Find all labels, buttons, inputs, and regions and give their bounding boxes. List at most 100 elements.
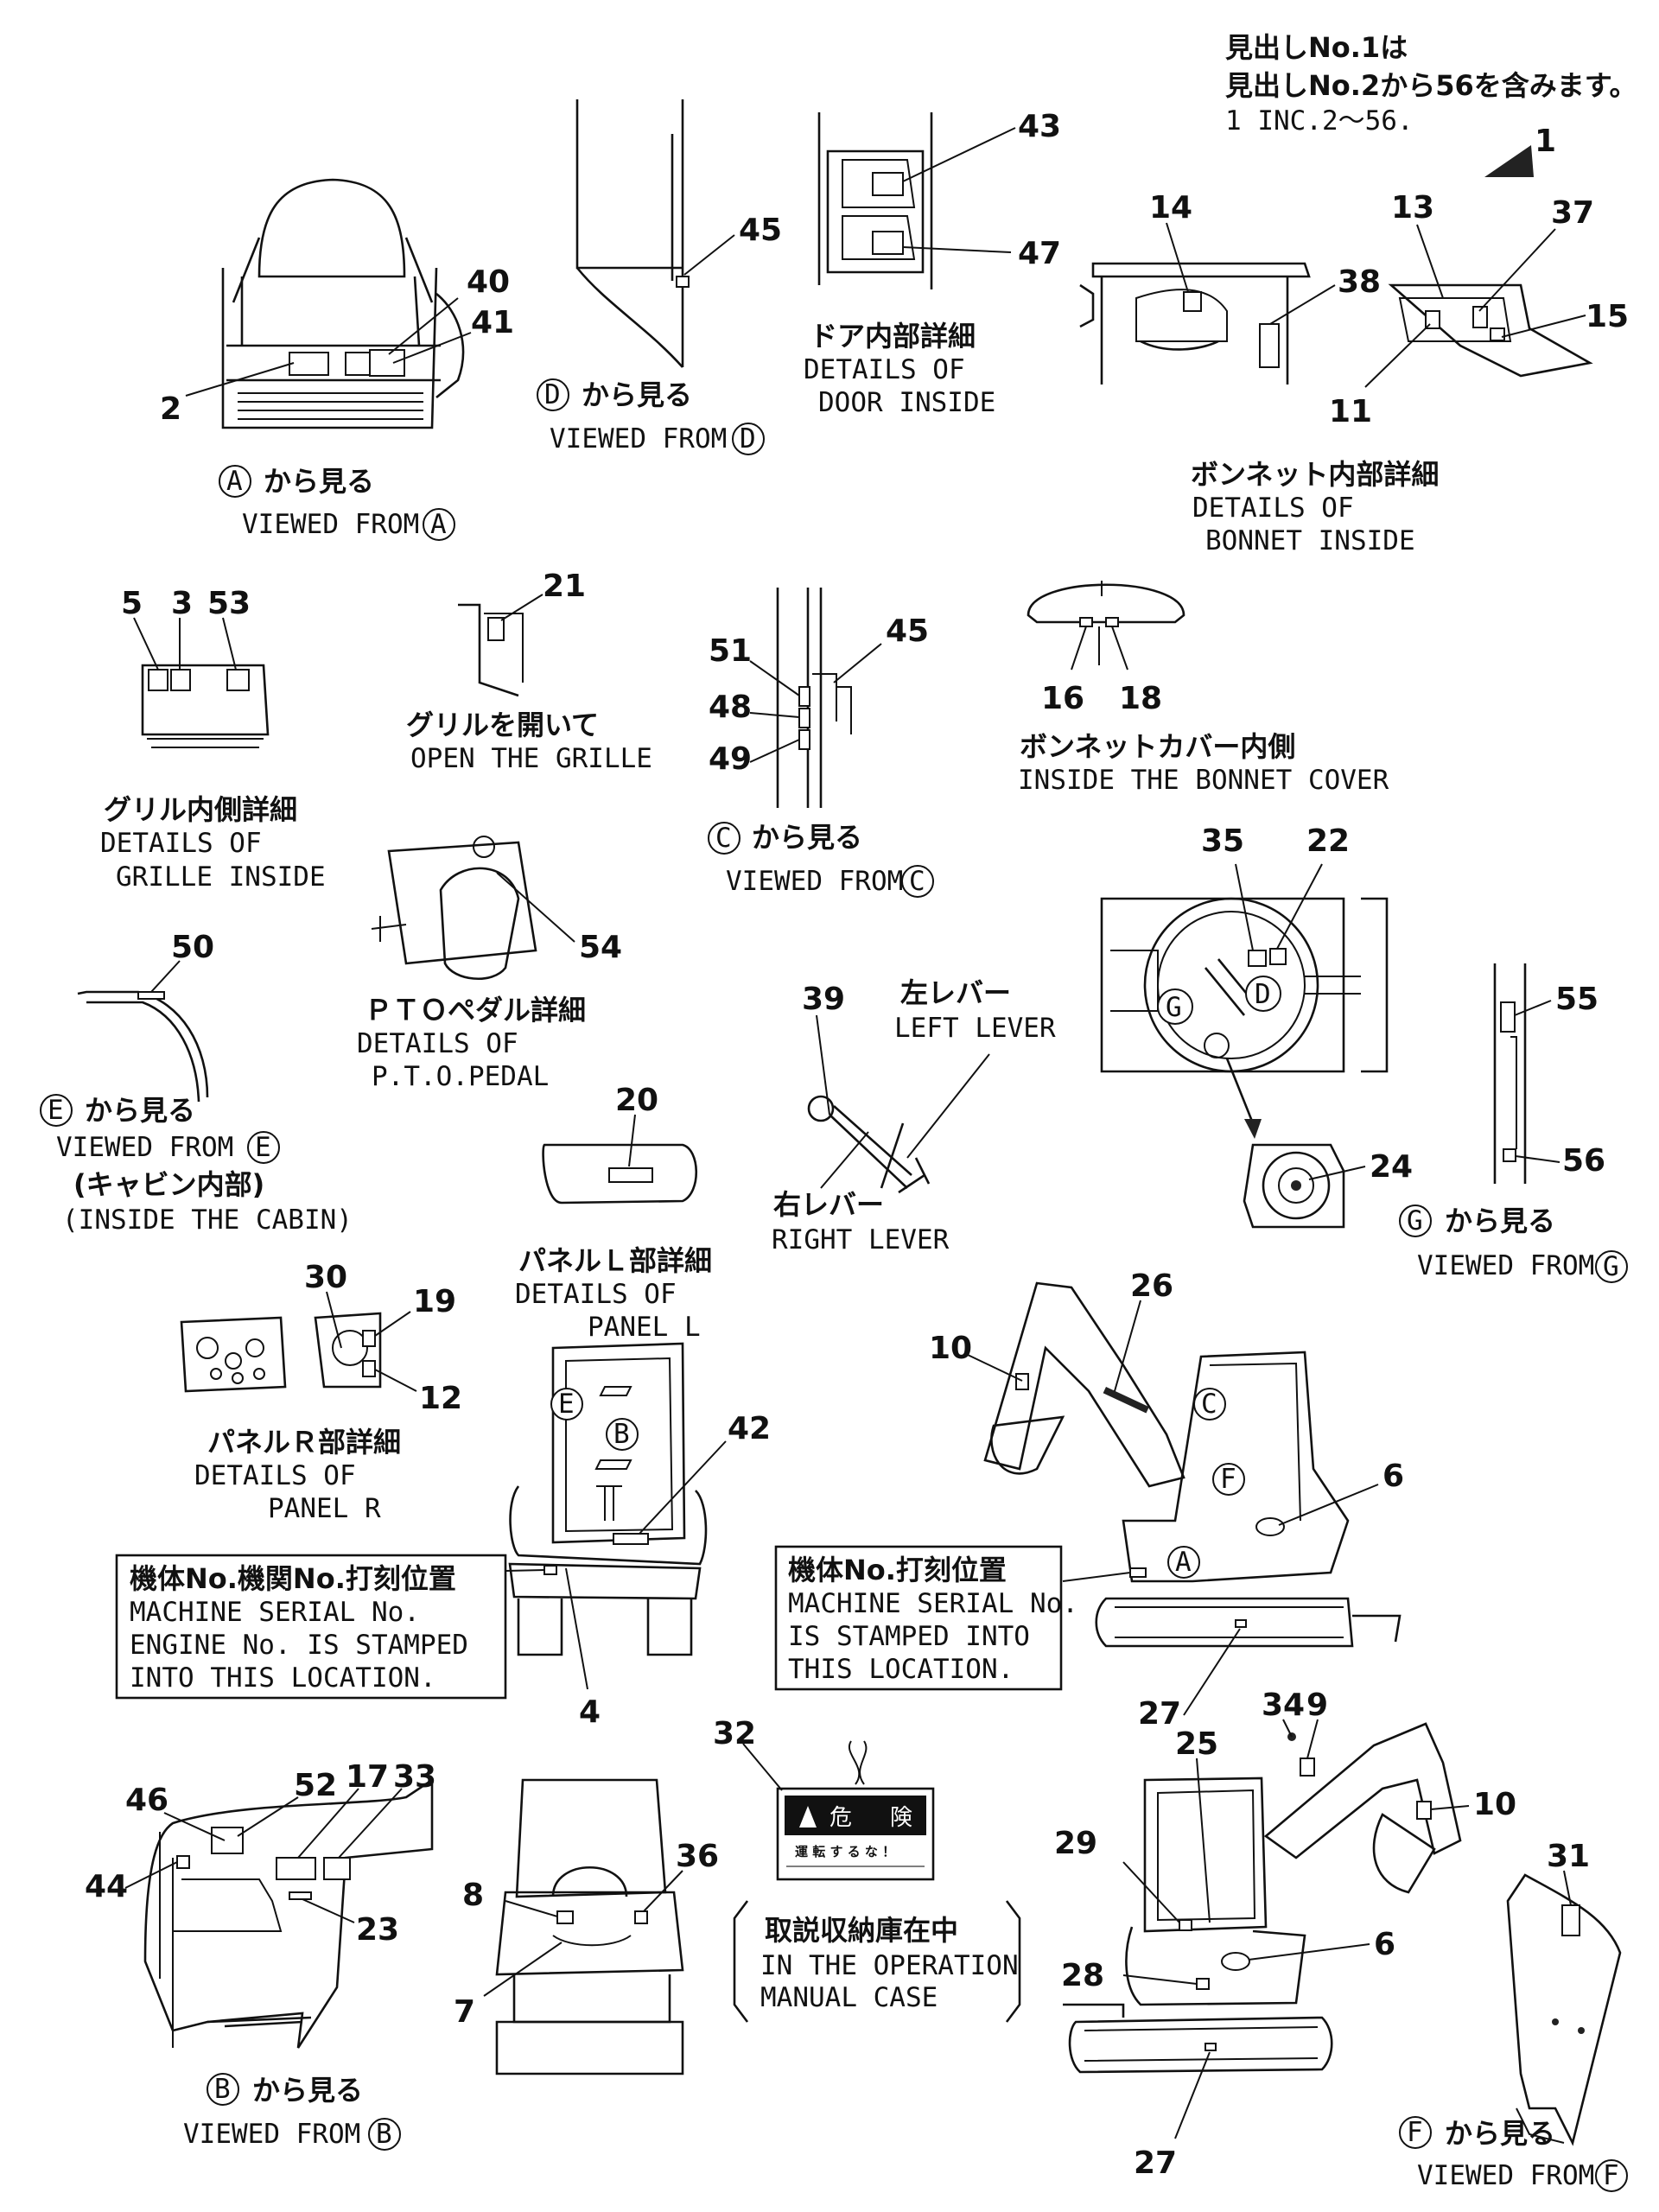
decal-55 xyxy=(1500,1001,1516,1033)
part-num-56: 56 xyxy=(1562,1143,1605,1179)
panel-l-en1: DETAILS OF xyxy=(515,1279,677,1310)
part-num-53: 53 xyxy=(207,586,251,621)
part-num-11: 11 xyxy=(1329,394,1372,429)
warning-tag: 危 険 運 転 す る な ！ 32 xyxy=(713,1716,935,1881)
svg-text:B: B xyxy=(214,2074,231,2105)
stamp-box-right xyxy=(774,1545,1063,1691)
manual-jp: 取説収納庫在中 xyxy=(765,1914,958,1947)
part-num-33: 33 xyxy=(393,1759,436,1795)
decal-45-top xyxy=(676,276,690,288)
part-num-10a: 10 xyxy=(929,1331,972,1366)
decal-2 xyxy=(289,352,329,376)
stamp-left-l4: INTO THIS LOCATION. xyxy=(130,1662,436,1694)
panel-r-detail: 30 19 12 パネルＲ部詳細 DETAILS OF PANEL R xyxy=(180,1260,462,1524)
decal-48 xyxy=(798,708,810,728)
stamp-box-left xyxy=(115,1554,507,1700)
decal-20 xyxy=(608,1167,653,1183)
seat-grille xyxy=(238,392,423,420)
decal-43 xyxy=(872,172,904,196)
decal-37 xyxy=(1472,306,1488,328)
part-num-54: 54 xyxy=(579,930,622,965)
open-grille-jp: グリルを開いて xyxy=(406,709,599,741)
part-num-26: 26 xyxy=(1130,1268,1173,1304)
part-num-21: 21 xyxy=(543,569,586,604)
decal-23 xyxy=(289,1891,312,1900)
warning-triangle-icon xyxy=(799,1806,817,1827)
panel-r-jp: パネルＲ部詳細 xyxy=(207,1426,401,1459)
view-g-en: VIEWED FROM xyxy=(1417,1250,1594,1281)
decal-47 xyxy=(872,231,904,255)
door-en1: DETAILS OF xyxy=(804,354,965,385)
svg-text:E: E xyxy=(48,1095,64,1126)
part-num-34: 34 xyxy=(1262,1688,1305,1723)
panel-r-en1: DETAILS OF xyxy=(194,1460,356,1491)
manual-en1: IN THE OPERATION xyxy=(760,1950,1019,1981)
decal-10a xyxy=(1015,1373,1029,1390)
front-excavator: 42 E B 4 xyxy=(508,1342,771,1730)
panel-l-detail: 20 パネルＬ部詳細 DETAILS OF PANEL L xyxy=(515,1083,712,1343)
manual-case-note: 取説収納庫在中 IN THE OPERATION MANUAL CASE xyxy=(733,1900,1021,2023)
decal-14 xyxy=(1183,291,1202,312)
bonnet-frame: 14 38 xyxy=(1079,190,1381,385)
view-d-en: VIEWED FROM xyxy=(550,423,727,454)
svg-text:C: C xyxy=(1201,1389,1217,1420)
part-num-29: 29 xyxy=(1054,1826,1097,1861)
part-num-50: 50 xyxy=(171,930,214,965)
part-num-37: 37 xyxy=(1551,195,1594,231)
open-grille-en: OPEN THE GRILLE xyxy=(410,743,652,774)
grille-inside-detail: 5 3 53 グリル内側詳細 DETAILS OF GRILLE INSIDE xyxy=(100,586,326,893)
part-num-23: 23 xyxy=(356,1912,399,1948)
part-num-9: 9 xyxy=(1306,1688,1328,1723)
stamp-right-l2: MACHINE SERIAL No. xyxy=(788,1588,1078,1619)
view-c-jp: から見る xyxy=(752,821,862,854)
lever-detail: 39 左レバー LEFT LEVER 右レバー RIGHT LEVER xyxy=(772,976,1056,1255)
bonnet-inside-detail: 13 37 15 11 ボンネット内部詳細 DETAILS OF BONNET … xyxy=(1191,190,1629,556)
side-excavator-right: 10 26 C F A 6 27 xyxy=(929,1268,1404,1732)
grille-en1: DETAILS OF xyxy=(100,828,262,859)
warning-body: 運 転 す る な ！ xyxy=(795,1844,895,1859)
bonnet-en1: DETAILS OF xyxy=(1192,493,1354,524)
svg-text:F: F xyxy=(1220,1464,1236,1495)
svg-text:G: G xyxy=(1166,992,1182,1023)
svg-text:E: E xyxy=(255,1132,271,1163)
decal-35 xyxy=(1248,950,1267,967)
part-num-27b: 27 xyxy=(1134,2145,1177,2181)
stamp-right-l4: THIS LOCATION. xyxy=(788,1654,1014,1685)
view-f: 31 F から見る VIEWED FROM F xyxy=(1399,1839,1628,2192)
view-c: 45 51 48 49 C から見る VIEWED FROM C xyxy=(708,588,934,898)
left-lever-en: LEFT LEVER xyxy=(894,1013,1056,1044)
pto-en1: DETAILS OF xyxy=(357,1028,518,1059)
part-num-20: 20 xyxy=(615,1083,658,1118)
decal-15 xyxy=(1490,327,1505,341)
part-num-6a: 6 xyxy=(1382,1459,1404,1494)
left-lever-jp: 左レバー xyxy=(900,976,1011,1009)
part-num-43: 43 xyxy=(1018,109,1061,144)
stamp-left-l3: ENGINE No. IS STAMPED xyxy=(130,1630,468,1661)
door-en2: DOOR INSIDE xyxy=(818,387,995,418)
part-num-32: 32 xyxy=(713,1716,756,1751)
part-num-7: 7 xyxy=(454,1994,475,2030)
circle-a-letter: A xyxy=(226,466,243,497)
pto-pedal-detail: 54 ＰＴＯペダル詳細 DETAILS OF P.T.O.PEDAL xyxy=(357,836,622,1092)
stamp-right-l3: IS STAMPED INTO xyxy=(788,1621,1030,1652)
part-num-28: 28 xyxy=(1061,1958,1104,1993)
part-num-38: 38 xyxy=(1338,264,1381,300)
side-excavator-left: 9 34 10 25 29 28 6 27 xyxy=(1054,1688,1516,2181)
note-line2: 見出しNo.2から56を含みます。 xyxy=(1225,69,1637,102)
part-num-1: 1 xyxy=(1535,124,1556,159)
part-num-31: 31 xyxy=(1547,1839,1590,1874)
part-num-5: 5 xyxy=(121,586,143,621)
open-grille-detail: 21 グリルを開いて OPEN THE GRILLE xyxy=(406,569,652,774)
part-num-22: 22 xyxy=(1306,823,1350,859)
part-num-16: 16 xyxy=(1041,681,1084,716)
svg-text:A: A xyxy=(1175,1547,1192,1578)
svg-text:B: B xyxy=(613,1419,630,1450)
decal-33 xyxy=(323,1857,351,1880)
warning-title-2: 険 xyxy=(890,1805,912,1831)
svg-text:B: B xyxy=(376,2119,392,2150)
decal-36 xyxy=(634,1910,648,1924)
decal-53 xyxy=(226,669,250,691)
svg-text:E: E xyxy=(558,1389,575,1420)
bonnet-cover-jp: ボンネットカバー内側 xyxy=(1020,730,1295,763)
